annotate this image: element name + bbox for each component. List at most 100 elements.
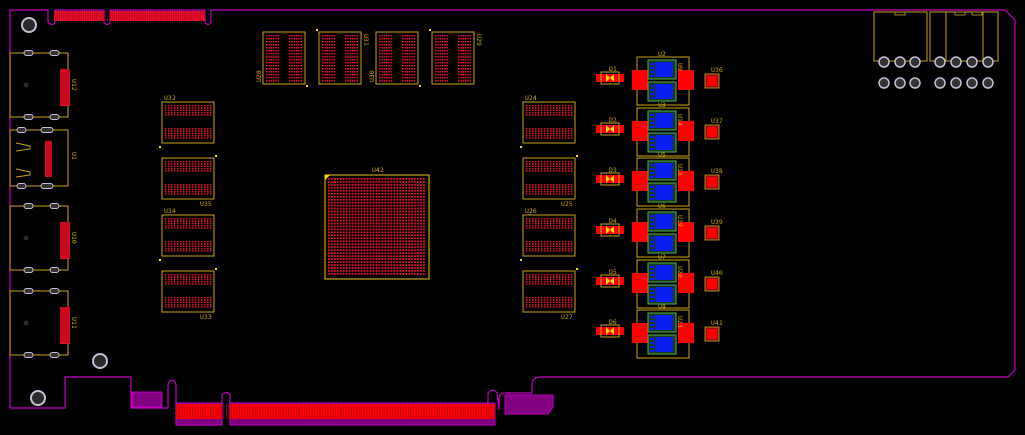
diode: D5 — [596, 268, 624, 288]
processor-bga: U42 — [324, 166, 430, 280]
inner-label: U14 — [676, 114, 684, 126]
controller-qfn: U39 — [704, 218, 723, 241]
pin-hole — [934, 77, 946, 89]
io-connector: U10 — [9, 203, 78, 273]
diode-label: D2 — [609, 116, 617, 124]
pin-hole — [894, 77, 906, 89]
pin-hole — [966, 77, 978, 89]
pin-hole — [894, 56, 906, 68]
pin-hole — [966, 56, 978, 68]
controller-qfn: U41 — [704, 319, 723, 342]
chip-label: U27 — [561, 313, 573, 321]
memory-chip: U28 — [255, 31, 308, 87]
mounting-hole — [30, 390, 46, 406]
connector-label: U11 — [70, 317, 78, 329]
module-label: U6 — [658, 202, 666, 210]
chip-label: U31 — [362, 34, 370, 46]
pin-hole — [878, 77, 890, 89]
memory-chip: U32 — [159, 94, 215, 148]
chip-label: U33 — [200, 313, 212, 321]
io-connector: U12 — [9, 50, 78, 120]
memory-chip: U29 — [429, 29, 483, 85]
pin-hole — [934, 56, 946, 68]
memory-chip: U33 — [161, 268, 217, 321]
memory-chip: U30 — [368, 31, 421, 87]
memory-chip: U24 — [520, 94, 576, 148]
inner-label: U20 — [676, 266, 684, 278]
controller-label: U41 — [711, 319, 723, 327]
inner-label: U19 — [676, 215, 684, 227]
memory-chip: U27 — [522, 268, 578, 321]
chip-label: U30 — [368, 70, 376, 82]
controller-qfn: U40 — [704, 269, 723, 292]
diode-label: D5 — [609, 268, 617, 276]
memory-chip: U31 — [316, 29, 370, 85]
controller-qfn: U36 — [704, 66, 723, 89]
diode-label: D4 — [609, 217, 617, 225]
controller-label: U40 — [711, 269, 723, 277]
diode: D3 — [596, 166, 624, 186]
connector-label: U10 — [70, 232, 78, 244]
module-label: U2 — [658, 50, 666, 58]
mounting-hole — [92, 353, 108, 369]
io-connector: U1 — [9, 127, 78, 189]
memory-chip: U35 — [161, 155, 217, 208]
controller-label: U39 — [711, 218, 723, 226]
module-label: U5 — [658, 151, 666, 159]
diode: D2 — [596, 116, 624, 136]
inner-label: U18 — [676, 164, 684, 176]
mounting-hole — [21, 17, 37, 33]
power-connector-header — [873, 11, 999, 89]
pin-hole — [878, 56, 890, 68]
inner-label: U23 — [676, 316, 684, 328]
inner-label: U9 — [676, 63, 684, 71]
connector-label: U1 — [70, 152, 78, 160]
controller-qfn: U37 — [704, 117, 723, 140]
pin-hole — [950, 56, 962, 68]
chip-label: U29 — [475, 34, 483, 46]
diode-label: D3 — [609, 166, 617, 174]
chip-label: U32 — [164, 94, 176, 102]
chip-label: U26 — [525, 207, 537, 215]
controller-label: U38 — [711, 167, 723, 175]
chip-label: U34 — [164, 207, 176, 215]
io-connector: U11 — [9, 288, 78, 358]
pin-hole — [909, 77, 921, 89]
top-edge-connector — [54, 11, 205, 21]
chip-label: U25 — [561, 200, 573, 208]
module-label: U3 — [658, 101, 666, 109]
pcie-edge-connector — [131, 391, 554, 426]
diode-label: D1 — [609, 65, 617, 73]
module-label: U7 — [658, 253, 666, 261]
diode: D1 — [596, 65, 624, 85]
chip-label: U24 — [525, 94, 537, 102]
pin-hole — [950, 77, 962, 89]
controller-label: U36 — [711, 66, 723, 74]
memory-chip: U26 — [520, 207, 576, 261]
diode-label: D6 — [609, 318, 617, 326]
chip-label: U35 — [200, 200, 212, 208]
processor-label: U42 — [372, 166, 384, 174]
board-outline — [9, 9, 1016, 426]
chip-label: U28 — [255, 70, 263, 82]
memory-chip: U34 — [159, 207, 215, 261]
diode: D4 — [596, 217, 624, 237]
diode: D6 — [596, 318, 624, 338]
memory-chip: U25 — [522, 155, 578, 208]
pin-hole — [982, 77, 994, 89]
pin-hole — [982, 56, 994, 68]
pin-hole — [909, 56, 921, 68]
